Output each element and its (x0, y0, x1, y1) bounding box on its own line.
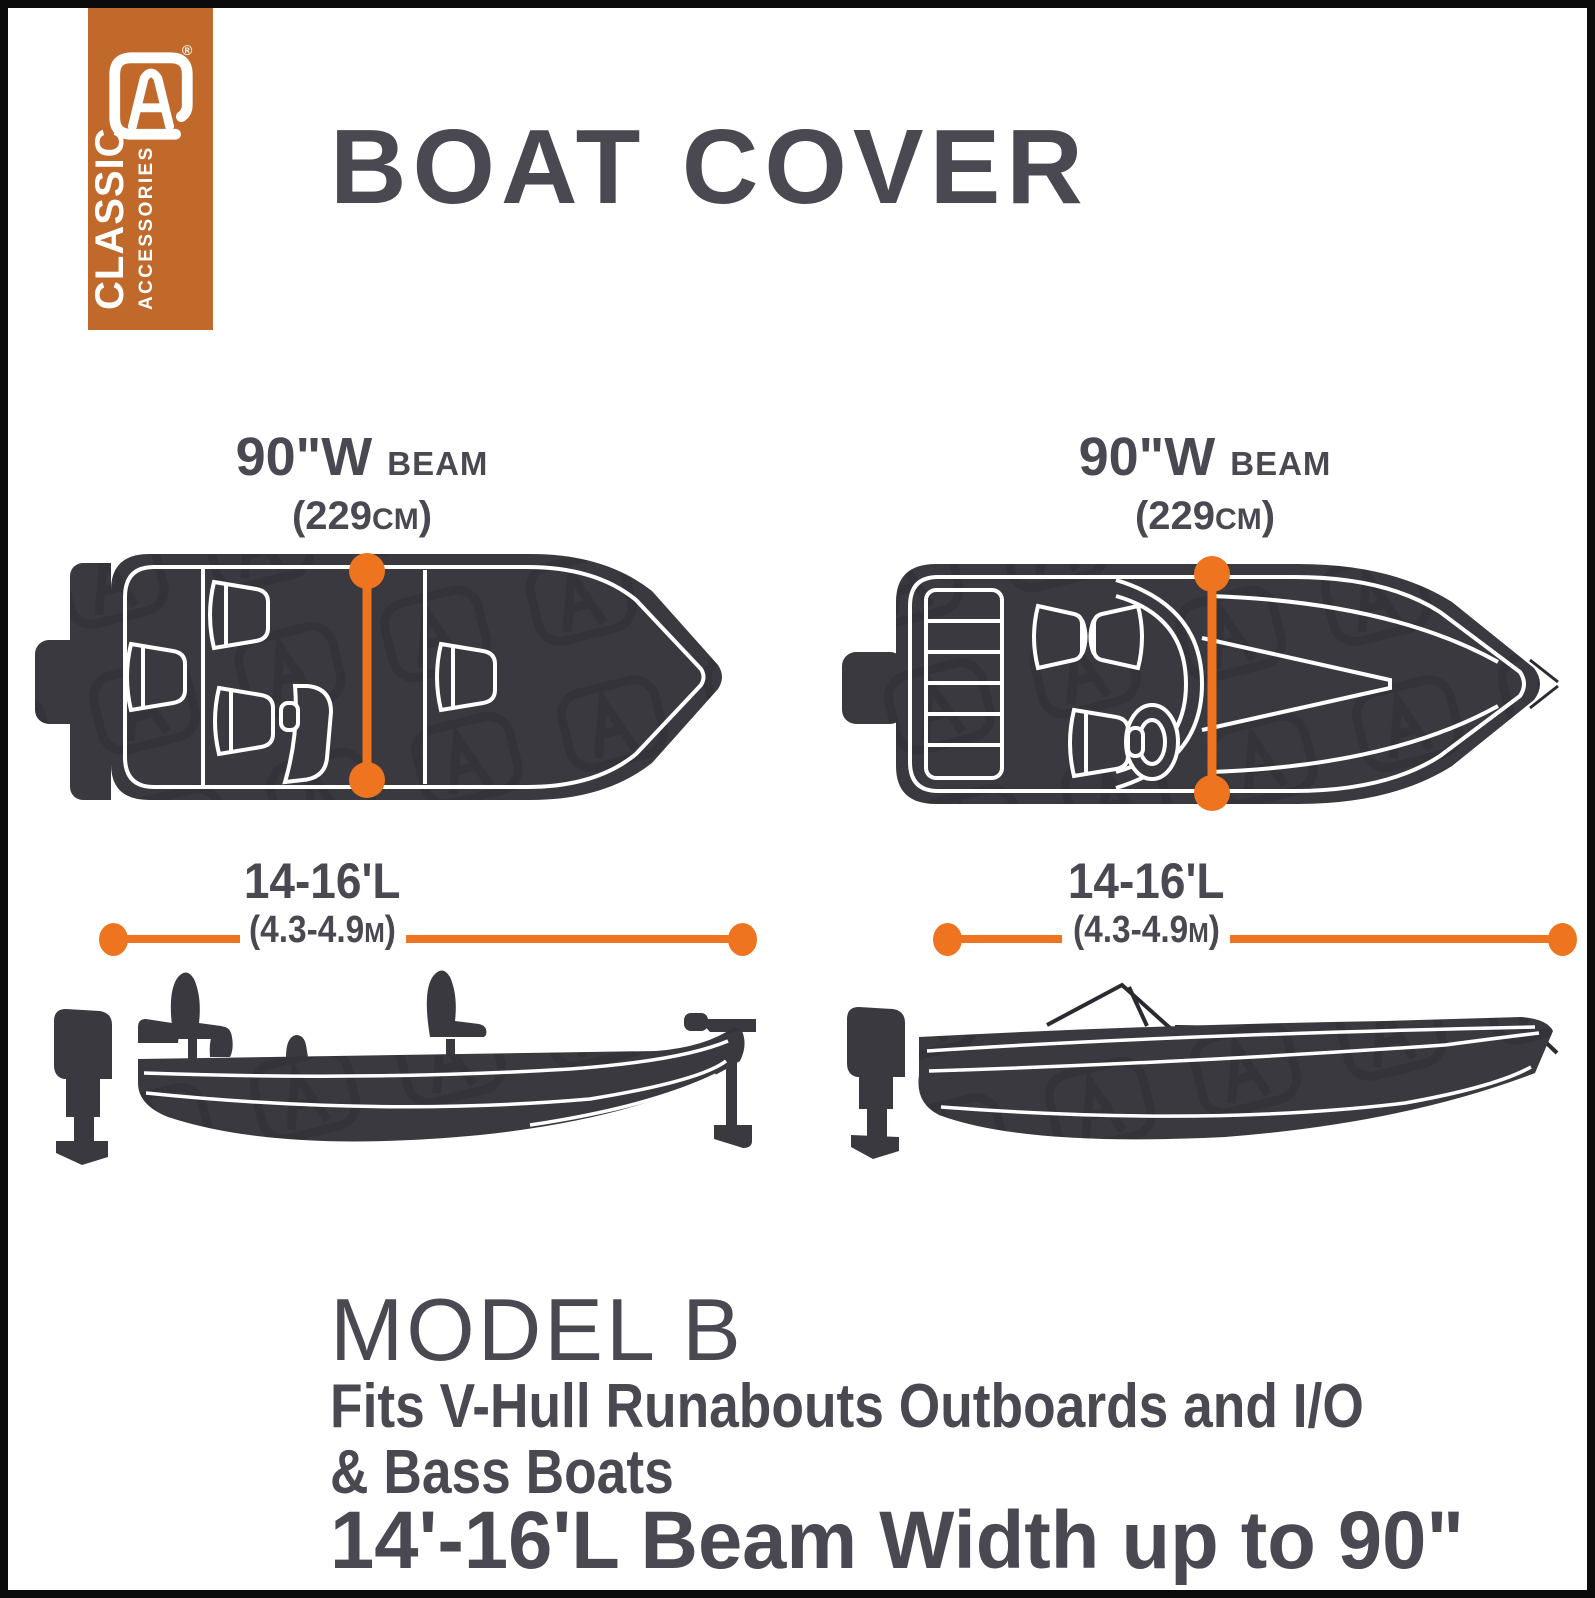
length-dot (99, 923, 128, 956)
model-title: MODEL B (330, 1280, 744, 1379)
classic-accessories-logo-icon (109, 52, 193, 140)
length-dot (728, 923, 757, 956)
beam-metric: (229CM) (1134, 494, 1276, 538)
length-line-right-a (947, 935, 1062, 943)
brand-word-accessories: ACCESSORIES (136, 145, 157, 310)
beam-value: 90"W BEAM (1078, 427, 1332, 487)
size-summary: 14'-16'L Beam Width up to 90" (330, 1495, 1465, 1586)
beam-label-left: 90"W BEAM (229CM) (112, 428, 612, 543)
length-label-left: 14-16'L (4.3-4.9M) (243, 853, 401, 951)
runabout-top-view-illustration (842, 556, 1559, 811)
beam-label-right: 90"W BEAM (229CM) (955, 428, 1455, 543)
beam-value: 90"W BEAM (235, 427, 489, 487)
length-dot (933, 923, 962, 956)
length-line-right-b (1230, 935, 1562, 943)
bass-boat-top-view-illustration (35, 553, 722, 800)
beam-measure-line-left (349, 553, 385, 798)
length-line-left-a (113, 935, 240, 943)
page-title: BOAT COVER (330, 108, 1089, 226)
runabout-side-view-illustration (847, 982, 1559, 1159)
length-line-left-b (406, 935, 742, 943)
beam-metric: (229CM) (291, 494, 433, 538)
fits-description-line2: & Bass Boats (330, 1438, 674, 1507)
beam-measure-line-right (1194, 556, 1230, 811)
bass-boat-side-view-illustration (54, 970, 756, 1165)
length-label-right: 14-16'L (4.3-4.9M) (1067, 853, 1225, 951)
registered-trademark: ® (182, 42, 193, 58)
brand-wordmark: CLASSIC ACCESSORIES (88, 127, 210, 310)
length-dot (1548, 923, 1577, 956)
fits-description-line1: Fits V-Hull Runabouts Outboards and I/O (330, 1372, 1364, 1441)
classic-accessories-banner: ® CLASSIC ACCESSORIES (88, 8, 213, 330)
brand-word-classic: CLASSIC (88, 127, 132, 310)
